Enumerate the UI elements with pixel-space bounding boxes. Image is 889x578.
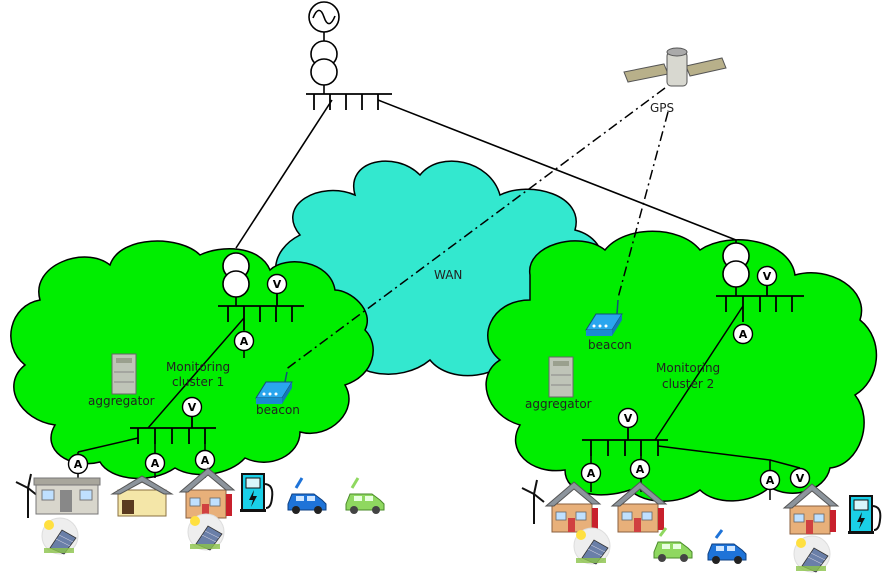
main-transformer-icon xyxy=(310,40,338,94)
cluster2-label-line1: Monitoring xyxy=(656,361,720,375)
gps-label: GPS xyxy=(650,101,674,115)
cluster2-lv-busbar xyxy=(582,428,668,456)
svg-text:V: V xyxy=(763,270,772,283)
solar-panel-3-icon xyxy=(573,527,611,565)
svg-text:A: A xyxy=(739,328,748,341)
cluster1-label-line2: cluster 1 xyxy=(172,375,224,389)
gps-link-1 xyxy=(284,87,666,371)
svg-text:A: A xyxy=(240,335,249,348)
ev-car-green-2-icon xyxy=(653,527,693,562)
svg-text:V: V xyxy=(796,472,805,485)
beacon-1-icon xyxy=(255,371,293,404)
svg-text:V: V xyxy=(624,412,633,425)
cluster1-transformer-icon xyxy=(222,252,250,306)
svg-text:A: A xyxy=(587,467,596,480)
aggregator-2-icon xyxy=(548,356,574,398)
svg-text:A: A xyxy=(74,458,83,471)
cluster1-voltmeter-top: V xyxy=(266,273,288,295)
cluster1-ammeter-3: A xyxy=(194,449,216,471)
cluster1-lv-busbar xyxy=(130,416,216,444)
cluster2-feeder xyxy=(654,305,744,441)
monitoring-cluster-2-cloud xyxy=(485,230,878,502)
wan-label: WAN xyxy=(434,268,462,282)
solar-panel-1-icon xyxy=(41,517,79,555)
cluster1-label-line1: Monitoring xyxy=(166,360,230,374)
house-workshop-icon xyxy=(110,475,174,517)
ev-car-blue-2-icon xyxy=(707,529,747,564)
aggregator-2-label: aggregator xyxy=(525,397,592,411)
cluster2-label-line2: cluster 2 xyxy=(662,377,714,391)
gps-satellite-icon xyxy=(623,47,727,87)
cluster1-ammeter-1: A xyxy=(67,453,89,475)
ev-car-blue-1-icon xyxy=(287,477,327,514)
cluster1-busbar xyxy=(218,293,304,330)
cluster1-branch-left xyxy=(77,437,139,453)
svg-text:A: A xyxy=(201,454,210,467)
cluster2-transformer-icon xyxy=(722,240,750,296)
wind-turbine-2-icon xyxy=(521,479,545,525)
cluster1-voltmeter-lv: V xyxy=(181,396,203,418)
solar-panel-4-icon xyxy=(793,535,831,573)
main-busbar xyxy=(306,93,392,110)
aggregator-1-label: aggregator xyxy=(88,394,155,408)
cluster2-voltmeter-top: V xyxy=(756,265,778,287)
svg-text:V: V xyxy=(188,401,197,414)
ev-charger-1-icon xyxy=(239,473,274,513)
generator-icon xyxy=(308,1,340,42)
svg-text:A: A xyxy=(636,463,645,476)
monitoring-cluster-1-cloud xyxy=(10,240,374,480)
cluster2-voltmeter-load: V xyxy=(789,467,811,489)
ev-car-green-1-icon xyxy=(345,477,385,514)
cluster2-ammeter-2: A xyxy=(629,458,651,480)
house-1-icon xyxy=(179,467,235,519)
beacon-1-label: beacon xyxy=(256,403,300,417)
cluster2-branch-right-2 xyxy=(769,459,801,469)
svg-text:V: V xyxy=(273,278,282,291)
svg-text:A: A xyxy=(766,474,775,487)
cluster2-ammeter-1: A xyxy=(580,462,602,484)
cluster2-ammeter-3: A xyxy=(759,469,781,491)
gps-link-2 xyxy=(617,111,669,299)
cluster2-ammeter-top: A xyxy=(732,323,754,345)
aggregator-1-icon xyxy=(111,353,137,395)
cluster1-ammeter-2: A xyxy=(144,452,166,474)
solar-panel-2-icon xyxy=(187,513,225,551)
feeder-line-1 xyxy=(235,99,333,249)
beacon-2-label: beacon xyxy=(588,338,632,352)
ev-charger-2-icon xyxy=(847,495,882,535)
cluster2-busbar xyxy=(716,286,804,322)
cluster1-ammeter-top: A xyxy=(233,330,255,352)
cluster1-feeder xyxy=(147,317,245,429)
feeder-line-2 xyxy=(377,99,737,241)
cluster2-voltmeter-lv: V xyxy=(617,407,639,429)
beacon-2-icon xyxy=(585,299,623,336)
svg-text:A: A xyxy=(151,457,160,470)
office-building-icon xyxy=(33,477,101,515)
